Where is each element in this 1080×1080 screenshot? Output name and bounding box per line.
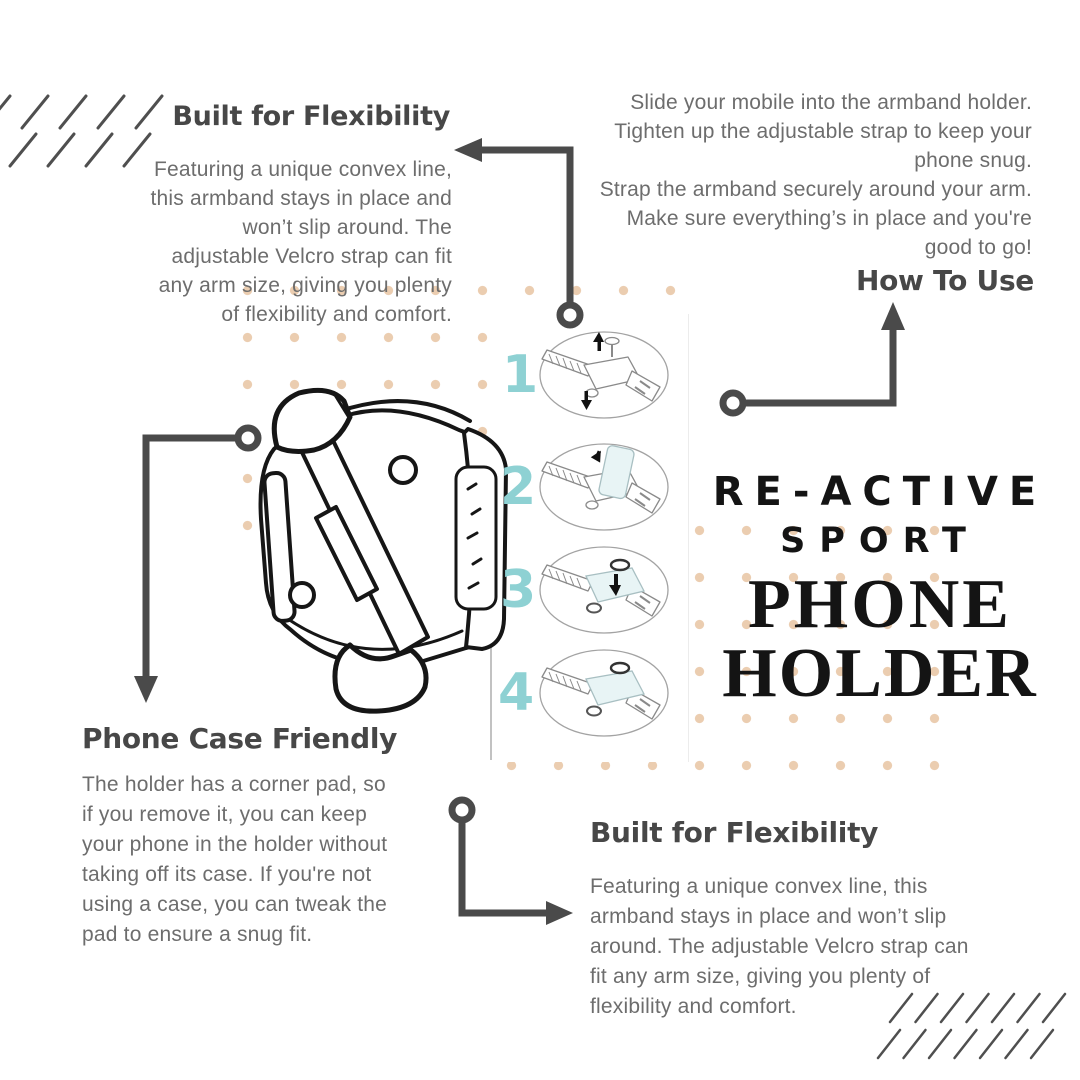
connector-ring-icon — [448, 796, 476, 824]
title-line-holder: HOLDER — [722, 635, 1038, 712]
arrow-right-icon — [546, 901, 573, 925]
arrow-left-icon — [454, 138, 482, 162]
connector-line-phone-case — [142, 434, 236, 680]
flexibility-top-body: Featuring a unique convex line, this arm… — [150, 158, 452, 326]
step-3-arrow — [609, 574, 621, 596]
connector-line-how-to-use — [745, 326, 897, 407]
step-4-illustration — [539, 649, 669, 737]
step-number-1: 1 — [502, 345, 539, 405]
phone-case-body: The holder has a corner pad, so if you r… — [82, 773, 388, 946]
arrow-up-icon — [881, 302, 905, 330]
how-to-use-body: Slide your mobile into the armband holde… — [599, 91, 1032, 259]
how-to-use-heading: How To Use — [855, 264, 1034, 297]
step-number-2: 2 — [500, 457, 537, 517]
step-2-arrow — [590, 450, 601, 463]
flexibility-bottom-heading: Built for Flexibility — [590, 816, 879, 849]
diagonal-slash-pattern-bottom-right — [876, 992, 1067, 1060]
diagonal-slash-pattern-top-left — [0, 94, 164, 168]
title-line-sport: SPORT — [780, 521, 980, 561]
armband-holder-illustration — [258, 387, 508, 714]
title-line-re-active: RE-ACTIVE — [712, 469, 1048, 515]
step-2-illustration — [539, 443, 669, 531]
title-line-phone: PHONE — [748, 566, 1012, 643]
step-3-illustration — [539, 546, 669, 634]
step-1-illustration — [539, 331, 669, 419]
connector-line-flexibility-bottom — [458, 822, 550, 917]
step-number-3: 3 — [500, 560, 537, 620]
step-number-4: 4 — [498, 663, 535, 723]
phone-case-heading: Phone Case Friendly — [82, 722, 398, 755]
flexibility-bottom-body: Featuring a unique convex line, this arm… — [590, 875, 969, 1018]
connector-ring-icon — [719, 389, 747, 417]
product-title: RE-ACTIVE SPORT PHONE HOLDER — [688, 470, 1072, 710]
flexibility-top-heading: Built for Flexibility — [172, 101, 450, 132]
arrow-down-icon — [134, 676, 158, 703]
step-1-arrows — [581, 332, 604, 410]
